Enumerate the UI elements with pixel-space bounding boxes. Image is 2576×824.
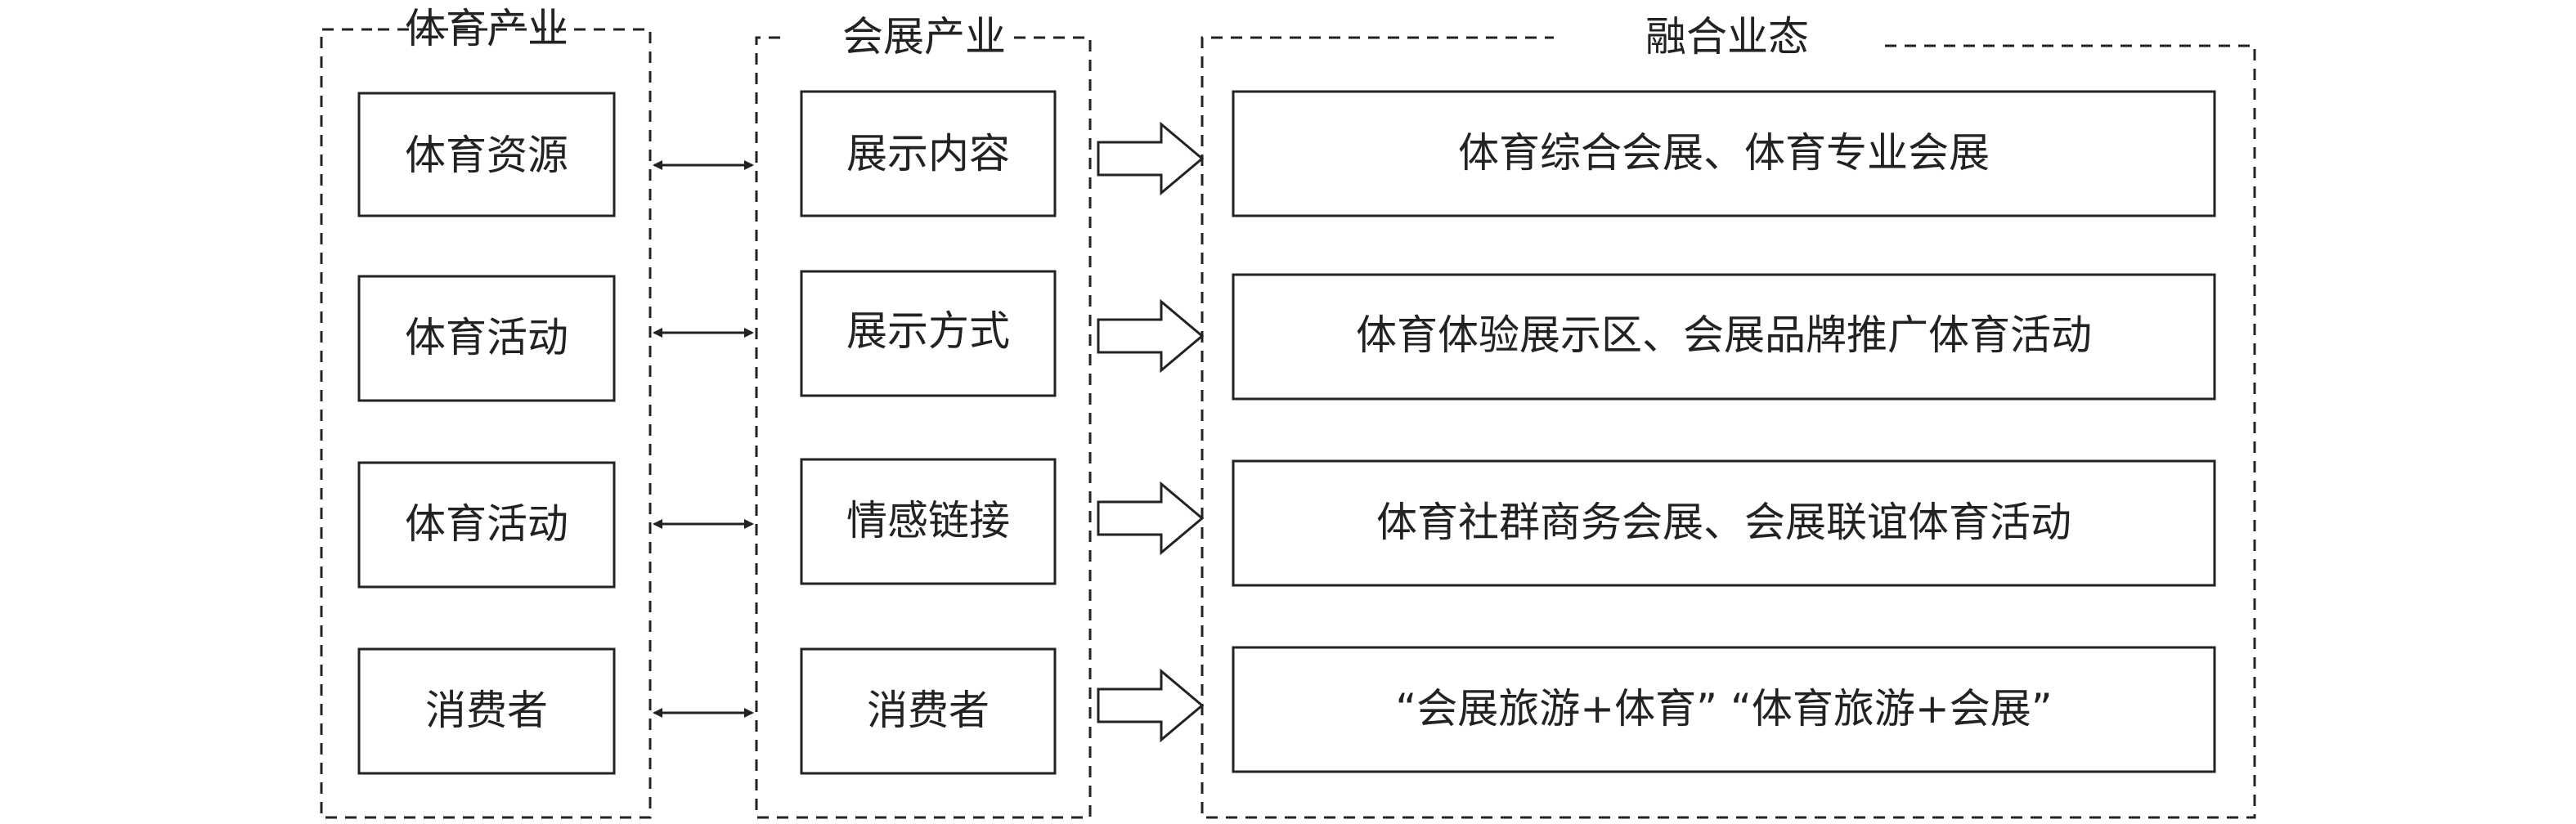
sports-box-4: 消费者: [357, 647, 616, 775]
group-exhibition-title: 会展产业: [842, 13, 1006, 60]
group-sports-title: 体育产业: [405, 5, 568, 52]
fusion-box-3: 体育社群商务会展、会展联谊体育活动: [1232, 459, 2216, 587]
sports-box-1: 体育资源: [357, 92, 616, 217]
exhibition-box-3-label: 情感链接: [846, 497, 1010, 544]
group-sports-industry: 体育产业: [320, 5, 652, 819]
block-arrow-3: [1097, 481, 1205, 556]
exhibition-box-3: 情感链接: [800, 458, 1057, 585]
fusion-box-3-label: 体育社群商务会展、会展联谊体育活动: [1376, 499, 2071, 546]
group-sports-frame: [320, 28, 652, 819]
group-exhibition-industry: 会展产业: [755, 13, 1092, 819]
block-arrow-2: [1097, 298, 1205, 374]
exhibition-box-1: 展示内容: [800, 90, 1057, 217]
fusion-box-2-label: 体育体验展示区、会展品牌推广体育活动: [1356, 311, 2092, 359]
fusion-box-4: “会展旅游+体育” “体育旅游+会展”: [1232, 646, 2216, 773]
fusion-box-1: 体育综合会展、体育专业会展: [1232, 90, 2216, 217]
exhibition-box-2: 展示方式: [800, 270, 1057, 397]
exhibition-box-4: 消费者: [800, 647, 1057, 775]
block-arrow-1: [1097, 121, 1205, 196]
fusion-box-1-label: 体育综合会展、体育专业会展: [1458, 129, 1990, 177]
exhibition-box-2-label: 展示方式: [846, 307, 1010, 355]
group-fusion-title: 融合业态: [1645, 13, 1809, 60]
fusion-box-2: 体育体验展示区、会展品牌推广体育活动: [1232, 273, 2216, 401]
sports-box-2: 体育活动: [357, 275, 616, 402]
group-fusion-frame: [1200, 36, 2256, 819]
group-exhibition-frame: [755, 36, 1092, 819]
sports-box-1-label: 体育资源: [405, 132, 568, 179]
fusion-box-4-label: “会展旅游+体育” “体育旅游+会展”: [1395, 685, 2052, 732]
sports-box-2-label: 体育活动: [405, 314, 568, 361]
sports-box-3-label: 体育活动: [405, 500, 568, 548]
block-arrow-4: [1097, 668, 1205, 743]
sports-box-3: 体育活动: [357, 461, 616, 589]
exhibition-box-4-label: 消费者: [867, 687, 990, 734]
sports-box-4-label: 消费者: [425, 687, 548, 734]
exhibition-box-1-label: 展示内容: [846, 130, 1010, 177]
group-fusion-formats: 融合业态: [1200, 13, 2256, 819]
